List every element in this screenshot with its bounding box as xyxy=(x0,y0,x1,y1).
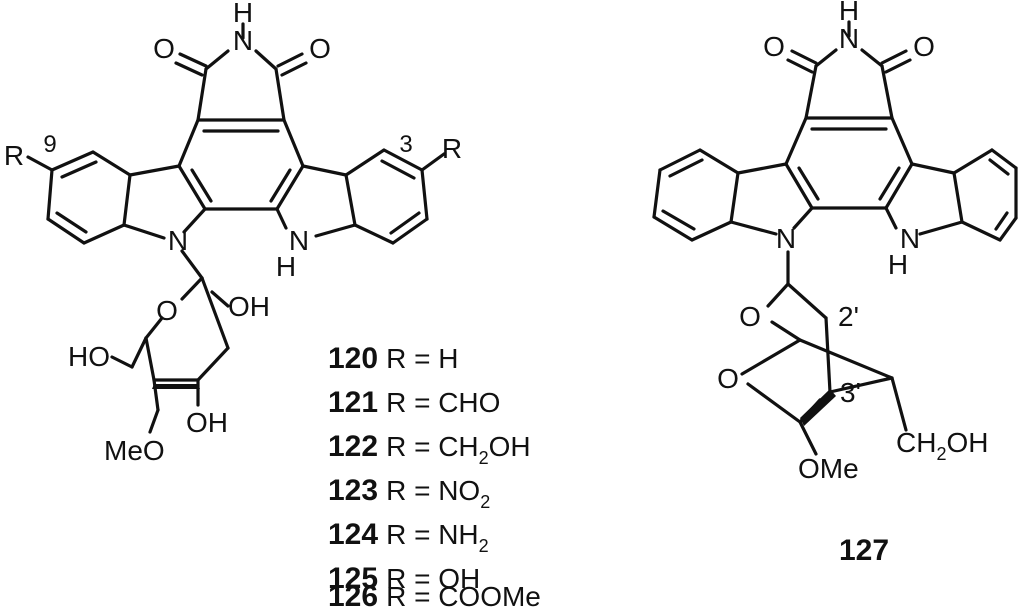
right-nh-h: H xyxy=(888,249,908,280)
right-position-3p: 3' xyxy=(840,377,861,408)
left-imide-n: N xyxy=(233,25,253,56)
left-nh-h: H xyxy=(276,251,296,282)
right-ome: OMe xyxy=(798,453,859,484)
left-imide-h: H xyxy=(233,0,253,28)
left-position-3: 3 xyxy=(399,131,412,158)
left-nh-n: N xyxy=(289,225,309,256)
right-imide-n: N xyxy=(839,23,859,54)
right-o-upper: O xyxy=(739,301,761,332)
left-oh-top: OH xyxy=(228,291,270,322)
right-o-lower: O xyxy=(717,363,739,394)
right-structure: H N O O N N H O O 2' 3' CH2OH OMe 127 xyxy=(652,0,1018,567)
left-r-left: R xyxy=(4,140,24,171)
left-o-right: O xyxy=(309,33,331,64)
left-structure: H N O O R 9 3 R N N H O OH HO OH MeO xyxy=(4,0,462,466)
compound-id-127: 127 xyxy=(839,534,889,567)
right-position-2p: 2' xyxy=(838,301,859,332)
right-o-right: O xyxy=(913,31,935,62)
left-n-glyco: N xyxy=(168,225,188,256)
left-ho-left: HO xyxy=(68,341,110,372)
right-nh-n: N xyxy=(900,223,920,254)
right-imide-h: H xyxy=(839,0,859,26)
right-ch2oh: CH2OH xyxy=(896,427,988,464)
left-ring-o: O xyxy=(156,295,178,326)
left-meo: MeO xyxy=(104,435,165,466)
right-o-left: O xyxy=(763,31,785,62)
left-oh-bottom: OH xyxy=(186,407,228,438)
left-r-right: R xyxy=(442,133,462,164)
right-n-glyco: N xyxy=(776,223,796,254)
left-position-9: 9 xyxy=(43,131,56,158)
left-o-left: O xyxy=(153,33,175,64)
